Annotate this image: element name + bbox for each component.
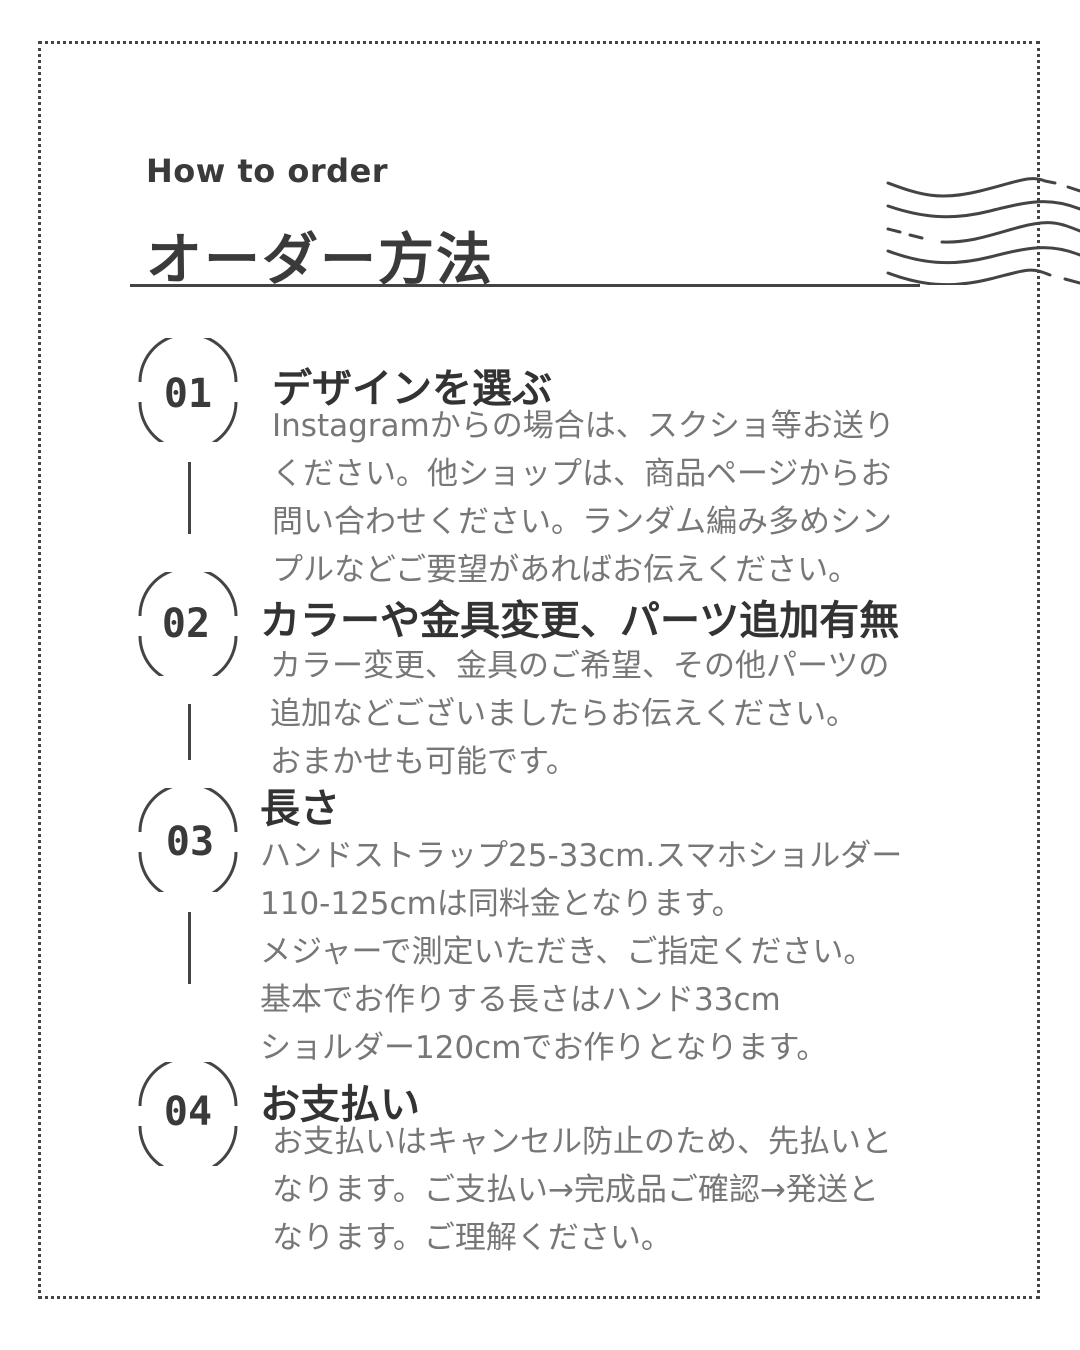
step-circle-01 — [138, 338, 238, 442]
step-body: ハンドストラップ25-33cm.スマホショルダー 110-125cmは同料金とな… — [260, 838, 903, 1066]
step-connector — [188, 704, 191, 760]
title-underline — [130, 284, 920, 287]
dotted-frame — [38, 41, 1040, 1299]
step-connector — [188, 912, 191, 984]
step-title: カラーや金具変更、パーツ追加有無 — [260, 598, 900, 644]
step-number: 03 — [165, 819, 215, 865]
step-body: お支払いはキャンセル防止のため、先払いと なります。ご支払い→完成品ご確認→発送… — [272, 1124, 892, 1256]
postmark-waves-icon — [886, 177, 1080, 285]
step-body: Instagramからの場合は、スクショ等お送り ください。他ショップは、商品ペ… — [272, 408, 895, 588]
step-circle-03 — [138, 788, 238, 892]
page-title: オーダー方法 — [146, 228, 494, 293]
step-number: 04 — [163, 1089, 213, 1135]
step-body: カラー変更、金具のご希望、その他パーツの 追加などございましたらお伝えください。… — [270, 648, 890, 780]
subtitle: How to order — [146, 152, 389, 190]
step-circle-02 — [138, 572, 238, 676]
step-title: お支払い — [260, 1082, 420, 1128]
step-number: 02 — [161, 601, 211, 647]
step-title: 長さ — [260, 786, 340, 832]
step-number: 01 — [163, 371, 213, 417]
step-connector — [188, 462, 191, 534]
step-title: デザインを選ぶ — [272, 366, 552, 412]
step-circle-04 — [138, 1062, 238, 1166]
